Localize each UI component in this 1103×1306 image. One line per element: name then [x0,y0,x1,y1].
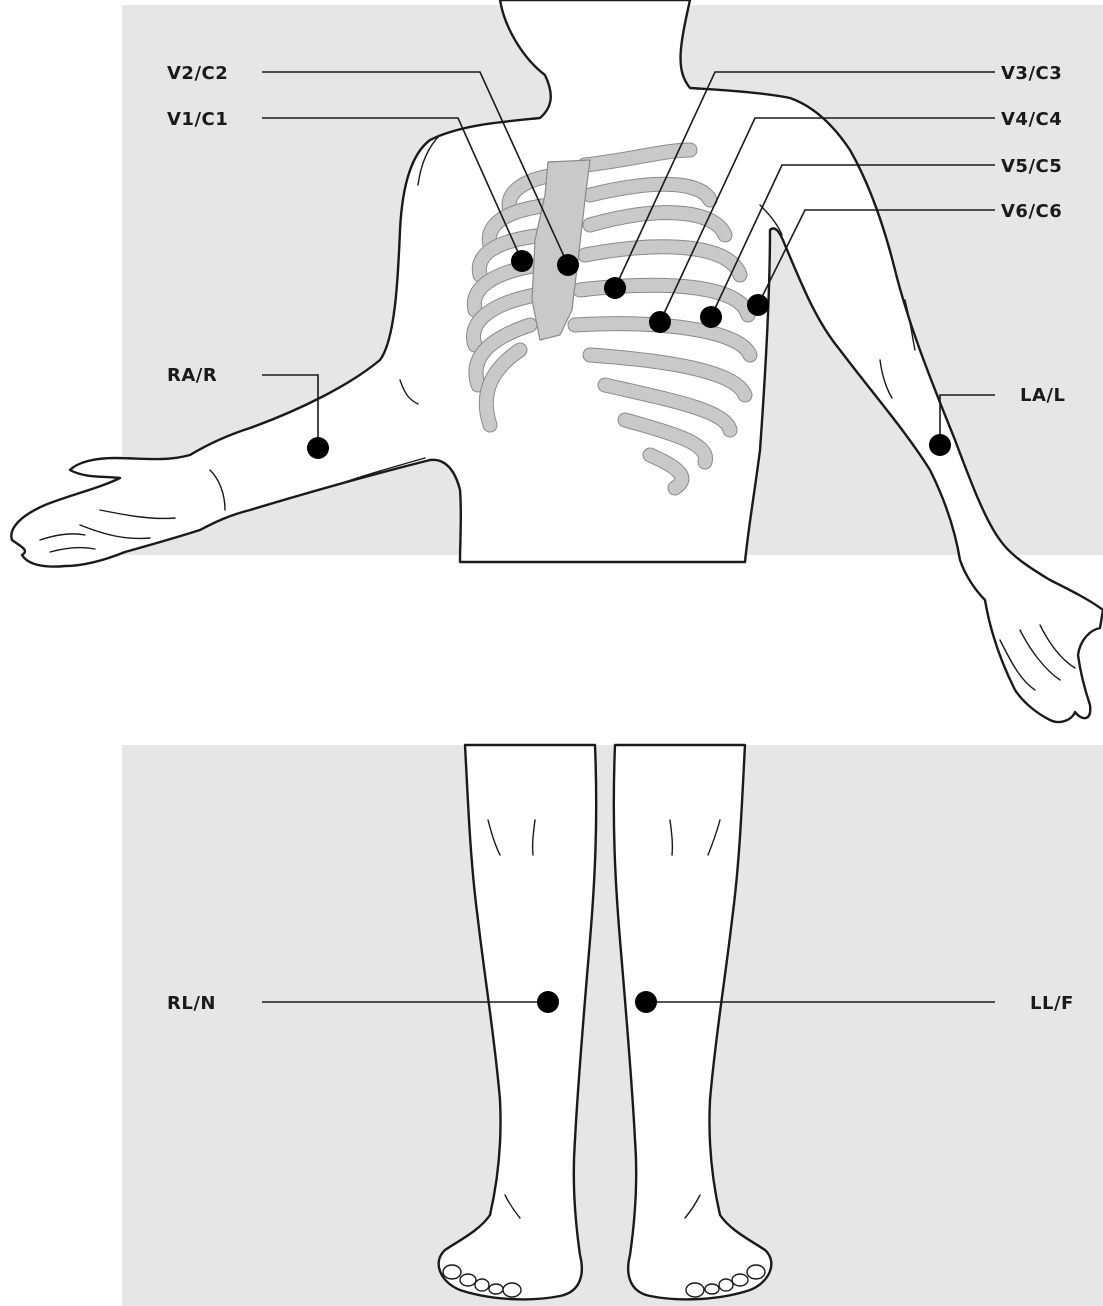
v3-label: V3/C3 [1001,63,1062,84]
v2-electrode [557,254,579,276]
v4-label: V4/C4 [1001,109,1062,130]
ll-electrode [635,991,657,1013]
rl-label: RL/N [167,993,216,1014]
ll-label: LL/F [1030,993,1074,1014]
v2-label: V2/C2 [167,63,228,84]
v6-electrode [747,294,769,316]
v1-label: V1/C1 [167,109,228,130]
v1-electrode [511,250,533,272]
la-label: LA/L [1020,385,1065,406]
ra-label: RA/R [167,365,217,386]
v3-electrode [604,277,626,299]
ra-electrode [307,437,329,459]
rl-electrode [537,991,559,1013]
v6-label: V6/C6 [1001,201,1062,222]
la-electrode [929,434,951,456]
v4-electrode [649,311,671,333]
lower-background-panel [122,745,1103,1306]
v5-electrode [700,306,722,328]
v5-label: V5/C5 [1001,156,1062,177]
